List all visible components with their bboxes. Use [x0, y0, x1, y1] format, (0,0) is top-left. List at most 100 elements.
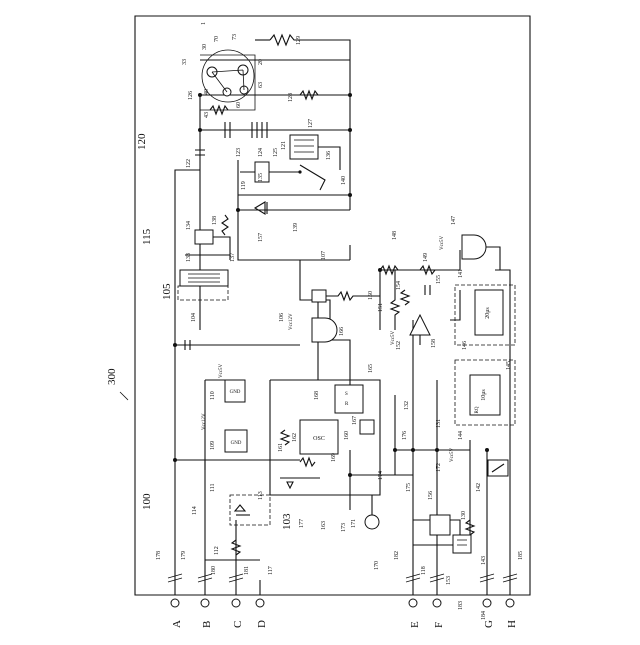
callout-137: 137: [230, 253, 236, 262]
callout-110: 110: [210, 391, 216, 400]
callout-177: 177: [299, 519, 305, 528]
callout-138: 138: [212, 216, 218, 225]
vcc5-152: Vcc5V: [391, 330, 396, 345]
callout-147: 147: [451, 216, 457, 225]
callout-144: 144: [458, 431, 464, 440]
callout-150: 150: [368, 291, 374, 300]
diode-119: [255, 202, 267, 214]
callout-1: 1: [201, 22, 207, 25]
terminal-a: A: [171, 620, 183, 628]
callout-145: 145: [506, 361, 512, 370]
callout-70: 70: [214, 36, 220, 42]
delay-block-141: 20μs: [455, 285, 515, 345]
transformer-127: [290, 135, 340, 170]
delay-20-label: 20μs: [485, 307, 491, 319]
callout-156: 156: [428, 491, 434, 500]
callout-136: 136: [326, 151, 332, 160]
vcc5-110: Vcc5V: [219, 363, 224, 378]
terminal-c: C: [232, 621, 244, 628]
callout-130: 130: [461, 511, 467, 520]
callout-30: 30: [202, 44, 208, 50]
chip109-gnd: GND: [231, 441, 242, 446]
callout-40: 40: [204, 89, 210, 95]
callout-155: 155: [436, 275, 442, 284]
callout-142: 142: [476, 483, 482, 492]
terminal-g: G: [483, 620, 495, 628]
callout-140: 140: [341, 176, 347, 185]
callout-163: 163: [321, 521, 327, 530]
callout-33: 33: [182, 59, 188, 65]
callout-118: 118: [421, 566, 427, 575]
callout-113: 113: [258, 491, 264, 500]
callout-153: 153: [446, 576, 452, 585]
label-120: 120: [136, 133, 148, 150]
callout-180: 180: [211, 566, 217, 575]
callout-20: 20: [258, 59, 264, 65]
callout-168: 168: [314, 391, 320, 400]
callout-104: 104: [191, 313, 197, 322]
current-source-170: [365, 495, 379, 529]
transistor-142: [488, 460, 508, 476]
callout-128: 128: [288, 93, 294, 102]
figure-ref: 300: [106, 368, 118, 385]
osc-block: OSC: [300, 420, 374, 454]
callout-167: 167: [352, 416, 358, 425]
callout-114: 114: [192, 506, 198, 515]
rq-label: RQ: [475, 406, 480, 413]
callout-182: 182: [394, 551, 400, 560]
label-100: 100: [141, 493, 153, 510]
callout-73: 73: [232, 34, 238, 40]
vcc5-144: Vcc5V: [450, 447, 455, 462]
callout-127: 127: [308, 119, 314, 128]
callout-106: 106: [279, 313, 285, 322]
callout-141: 141: [458, 269, 464, 278]
callout-112: 112: [214, 546, 220, 555]
callout-152: 152: [396, 341, 402, 350]
callout-122: 122: [186, 159, 192, 168]
chip-109: GND: [225, 430, 247, 452]
callout-125: 125: [273, 148, 279, 157]
callout-135: 135: [258, 173, 264, 182]
callout-174: 174: [378, 471, 384, 480]
vcc12-106: Vcc12V: [289, 313, 294, 330]
callout-43: 43: [204, 112, 210, 118]
callout-154: 154: [396, 281, 402, 290]
gate-147: [462, 235, 500, 270]
callout-185: 185: [518, 551, 524, 560]
callout-170: 170: [374, 561, 380, 570]
callout-176: 176: [402, 431, 408, 440]
terminal-e: E: [409, 621, 421, 628]
flipflop-165: S R: [335, 385, 363, 413]
callout-165: 165: [368, 364, 374, 373]
terminal-f: F: [433, 622, 445, 628]
callout-178: 178: [156, 551, 162, 560]
callout-172: 172: [436, 463, 442, 472]
block-135: [240, 162, 325, 190]
label-103: 103: [281, 513, 293, 530]
callout-157: 157: [258, 233, 264, 242]
block-115-border: [178, 286, 228, 300]
callout-151: 151: [378, 303, 384, 312]
callout-109: 109: [210, 441, 216, 450]
callout-126: 126: [188, 91, 194, 100]
callout-162: 162: [292, 433, 298, 442]
chip110-gnd: GND: [230, 390, 241, 395]
vcc12-109: Vcc12V: [202, 413, 207, 430]
callout-171: 171: [351, 519, 357, 528]
callout-139: 139: [293, 223, 299, 232]
callout-121: 121: [281, 141, 287, 150]
callout-131: 131: [436, 419, 442, 428]
label-115: 115: [141, 228, 153, 245]
callout-146: 146: [462, 341, 468, 350]
terminal-h: H: [506, 620, 518, 628]
callout-160: 160: [344, 431, 350, 440]
callout-132: 132: [404, 401, 410, 410]
sensor-assembly: [200, 50, 255, 110]
callout-181: 181: [244, 566, 250, 575]
resistor-network: [380, 266, 435, 330]
callout-183: 183: [458, 601, 464, 610]
callout-60: 60: [236, 102, 242, 108]
callout-117: 117: [268, 566, 274, 575]
callout-111: 111: [210, 483, 216, 492]
callout-63: 63: [258, 82, 264, 88]
